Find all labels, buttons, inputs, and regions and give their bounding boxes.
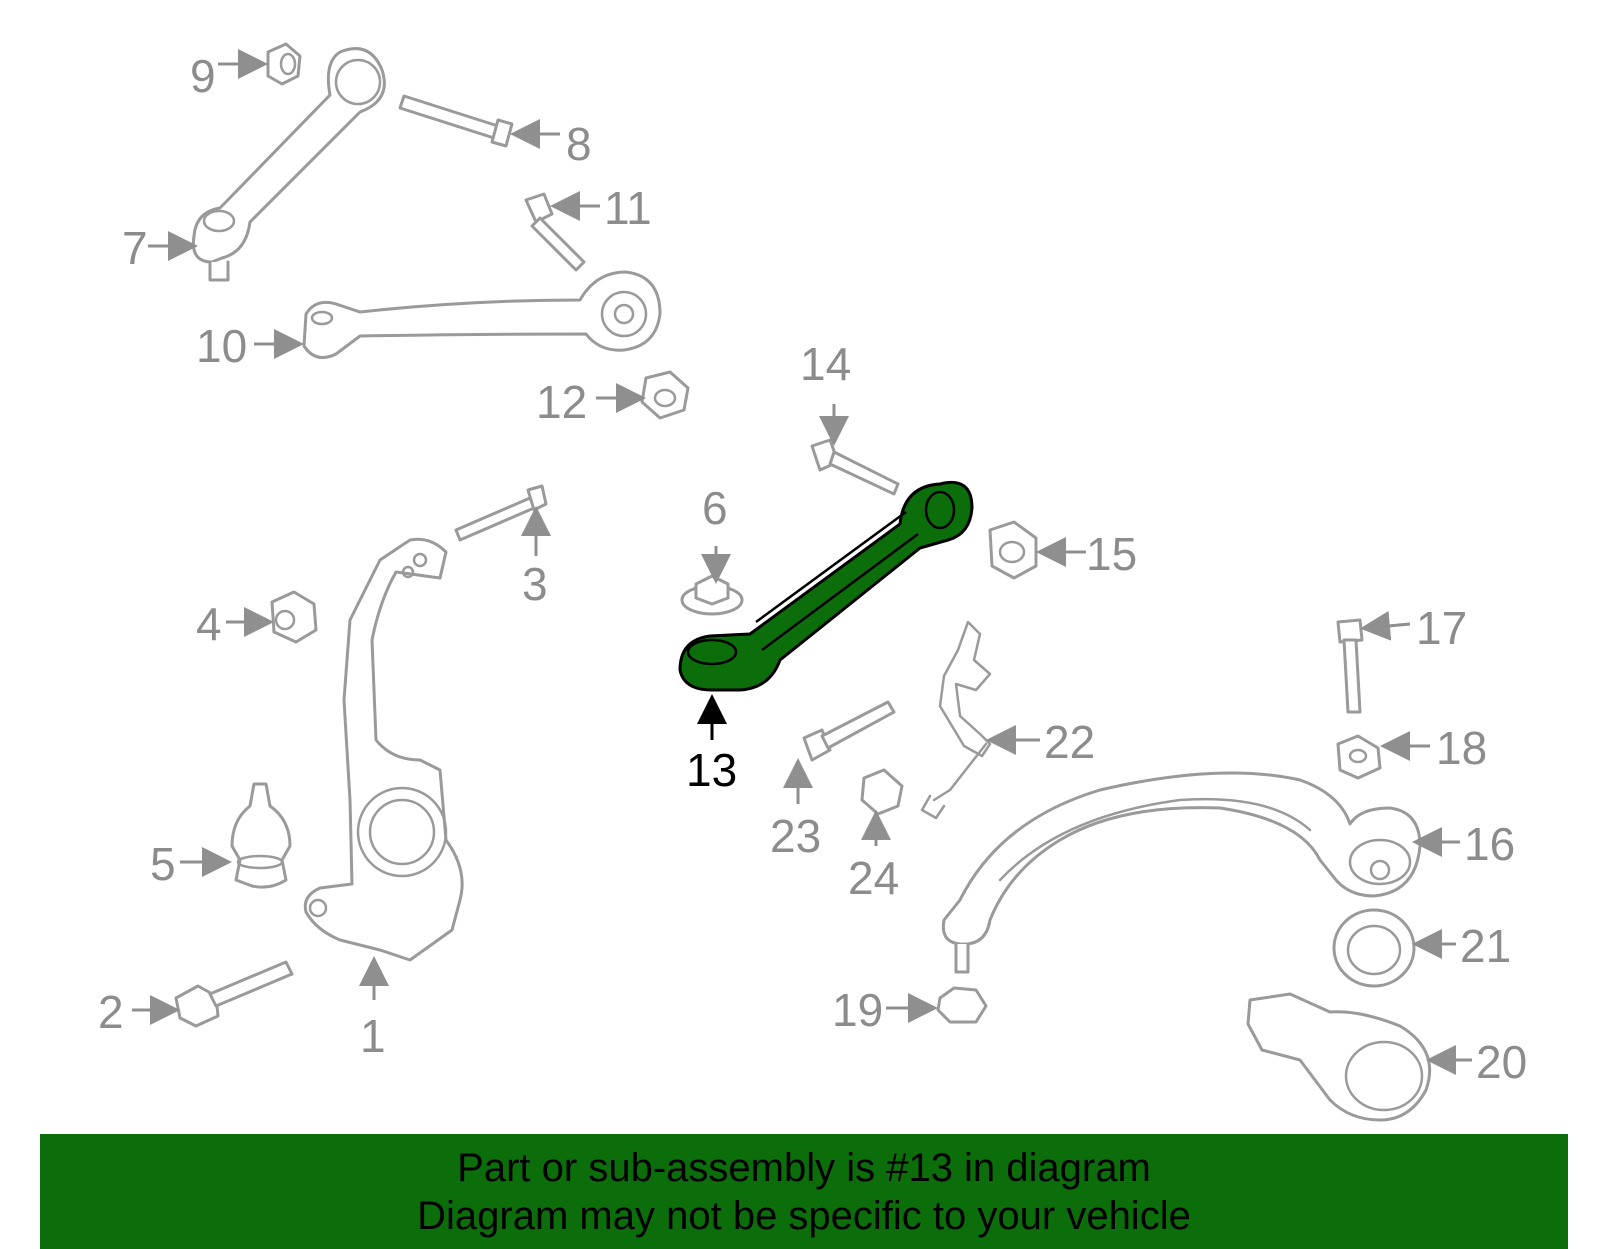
callout-4: 4 [196, 598, 222, 650]
info-banner: Part or sub-assembly is #13 in diagram D… [40, 1134, 1568, 1249]
part-20-bracket[interactable] [1246, 992, 1432, 1122]
banner-line-disclaimer: Diagram may not be specific to your vehi… [417, 1194, 1191, 1238]
callout-23: 23 [770, 810, 821, 862]
callout-8: 8 [566, 118, 592, 170]
part-2-bolt[interactable] [174, 960, 294, 1028]
callout-labels: 9 8 7 11 10 12 14 6 3 15 4 13 17 22 18 2… [98, 50, 1527, 1088]
callout-17: 17 [1416, 602, 1467, 654]
part-12-nut[interactable] [640, 370, 690, 420]
callout-19: 19 [832, 984, 883, 1036]
callout-7: 7 [122, 222, 148, 274]
callout-11: 11 [604, 182, 652, 234]
part-4-nut[interactable] [270, 590, 318, 644]
part-15-nut[interactable] [988, 520, 1038, 580]
callout-16: 16 [1464, 818, 1515, 870]
part-9-nut[interactable] [266, 42, 302, 86]
callout-22: 22 [1044, 716, 1095, 768]
callout-12: 12 [536, 376, 587, 428]
part-17-bolt[interactable] [1336, 618, 1364, 714]
callout-3: 3 [522, 558, 548, 610]
callout-21: 21 [1460, 920, 1511, 972]
part-5-ball-joint[interactable] [230, 782, 292, 889]
part-22-sensor-bracket[interactable] [920, 620, 992, 820]
callout-6: 6 [702, 482, 728, 534]
callout-10: 10 [196, 320, 247, 372]
part-6-nut[interactable] [680, 574, 744, 616]
callout-14: 14 [800, 338, 851, 390]
callout-1: 1 [360, 1010, 386, 1062]
part-21-bushing[interactable] [1332, 908, 1416, 988]
part-16-lower-arm[interactable] [941, 771, 1422, 974]
part-10-upper-arm[interactable] [302, 270, 662, 360]
part-19-nut[interactable] [936, 986, 988, 1024]
suspension-parts-diagram: 9 8 7 11 10 12 14 6 3 15 4 13 17 22 18 2… [98, 42, 1527, 1122]
part-3-bolt[interactable] [454, 484, 548, 542]
part-7-control-arm[interactable] [191, 47, 386, 282]
callout-18: 18 [1436, 722, 1487, 774]
callout-24: 24 [848, 852, 899, 904]
part-1-steering-knuckle[interactable] [303, 537, 464, 962]
callout-13-highlighted: 13 [686, 744, 737, 796]
part-14-bolt[interactable] [810, 438, 900, 496]
part-11-bolt[interactable] [524, 192, 586, 272]
callout-arrows [132, 49, 1472, 1075]
part-23-bolt[interactable] [802, 700, 896, 762]
callout-2: 2 [98, 986, 124, 1038]
banner-line-part: Part or sub-assembly is #13 in diagram [457, 1146, 1151, 1190]
callout-15: 15 [1086, 528, 1137, 580]
callout-9: 9 [190, 50, 216, 102]
callout-5: 5 [150, 838, 176, 890]
part-8-bolt[interactable] [398, 94, 514, 148]
part-13-control-arm-highlighted[interactable] [678, 481, 974, 692]
part-18-nut[interactable] [1336, 734, 1382, 780]
callout-20: 20 [1476, 1036, 1527, 1088]
part-24-nut[interactable] [860, 768, 904, 816]
